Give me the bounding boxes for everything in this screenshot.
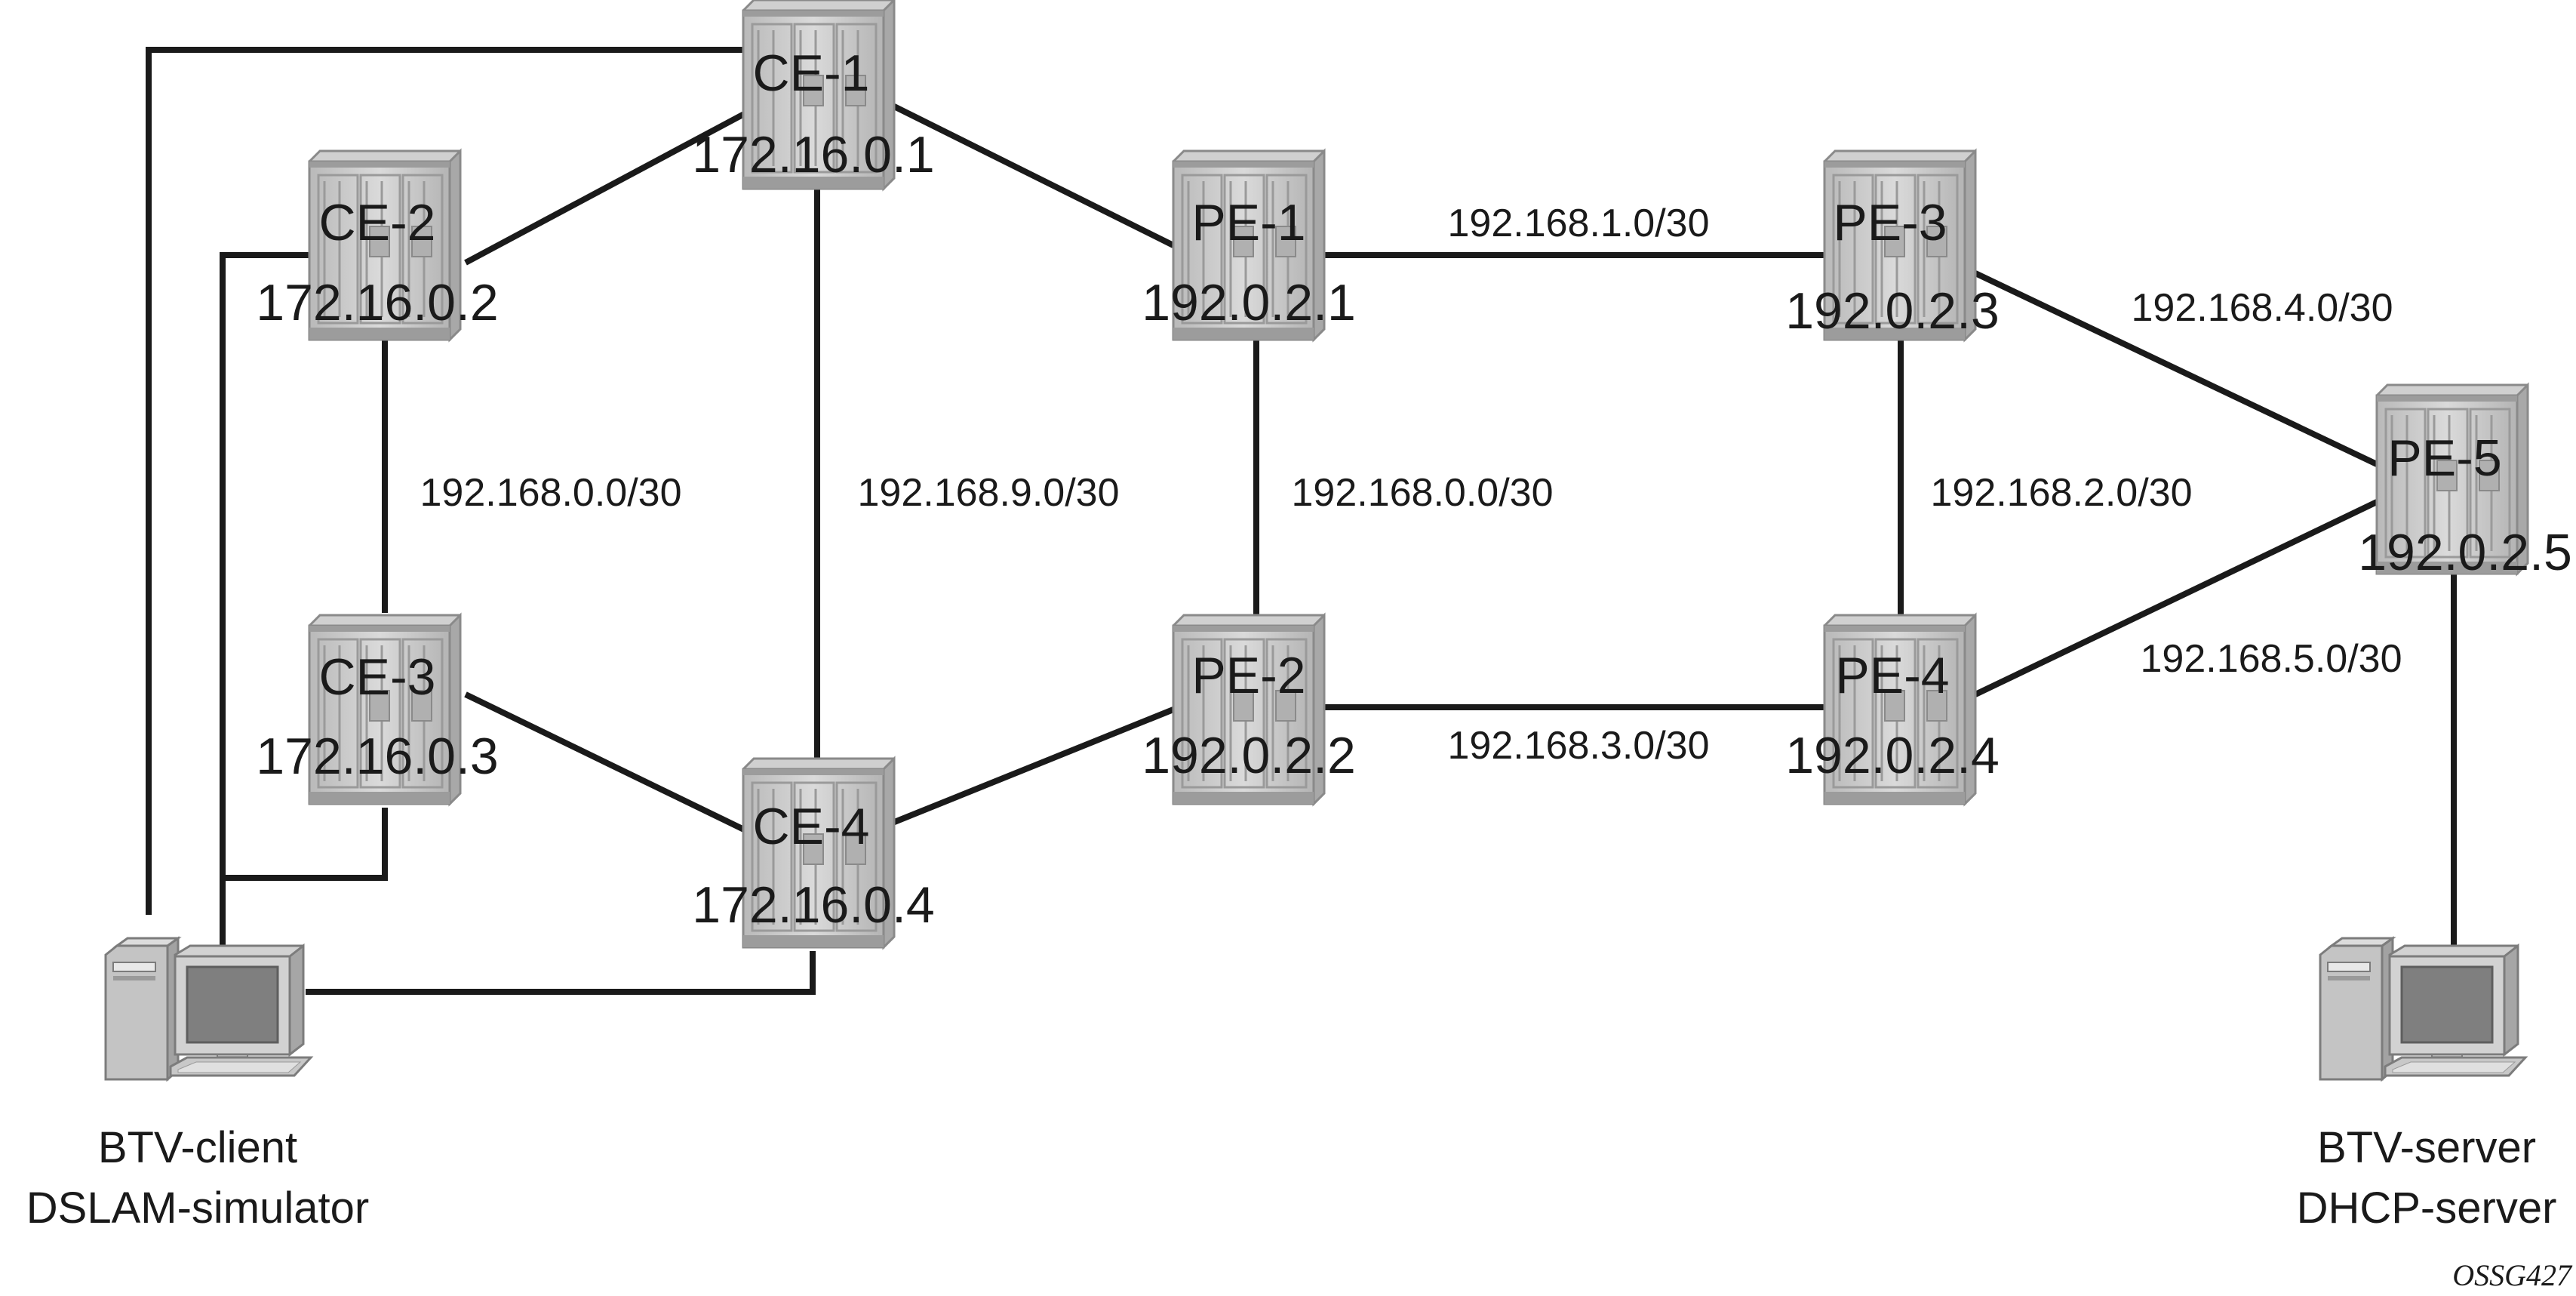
router-pe4: PE-4 192.0.2.4 xyxy=(1785,614,2000,805)
router-pe1: PE-1 192.0.2.1 xyxy=(1142,149,1356,341)
router-pe3: PE-3 192.0.2.3 xyxy=(1785,149,2000,341)
link-label-pe1-pe3: 192.168.1.0/30 xyxy=(1448,202,1710,245)
link-label-pe4-pe5: 192.168.5.0/30 xyxy=(2141,637,2402,681)
host-btv-client: BTV-client DSLAM-simulator xyxy=(26,937,369,1233)
link-pe4-pe5 xyxy=(1974,499,2378,697)
host-label-line1: BTV-client xyxy=(98,1123,297,1172)
router-ip: 172.16.0.3 xyxy=(256,728,498,785)
link-label-ce2-ce3: 192.168.0.0/30 xyxy=(420,471,682,515)
link-client-ce4 xyxy=(306,951,816,995)
link-pe3-pe5 xyxy=(1974,270,2378,467)
router-ce3: CE-3 172.16.0.3 xyxy=(256,614,499,805)
router-name: CE-1 xyxy=(753,45,870,102)
links xyxy=(146,47,2457,995)
host-label-line1: BTV-server xyxy=(2317,1123,2536,1172)
router-ip: 192.0.2.2 xyxy=(1142,727,1356,784)
link-label-pe1-pe2: 192.168.0.0/30 xyxy=(1292,471,1554,515)
link-ce1-pe1 xyxy=(891,103,1175,248)
link-label-ce1-ce4: 192.168.9.0/30 xyxy=(858,471,1120,515)
link-labels: 192.168.0.0/30 192.168.9.0/30 192.168.0.… xyxy=(420,202,2402,768)
link-ce1-ce2 xyxy=(464,110,747,266)
link-client-ce3 xyxy=(223,808,388,881)
router-name: PE-3 xyxy=(1833,194,1947,251)
router-name: PE-5 xyxy=(2387,429,2501,487)
router-ip: 192.0.2.5 xyxy=(2358,524,2572,581)
link-label-pe2-pe4: 192.168.3.0/30 xyxy=(1448,724,1710,768)
router-ce4: CE-4 172.16.0.4 xyxy=(692,757,935,949)
router-name: PE-2 xyxy=(1191,647,1305,704)
host-label-line2: DHCP-server xyxy=(2297,1184,2557,1233)
router-ip: 172.16.0.1 xyxy=(692,126,934,183)
host-btv-server: BTV-server DHCP-server xyxy=(2297,937,2557,1233)
figure-id: OSSG427 xyxy=(2452,1258,2573,1292)
router-ip: 192.0.2.4 xyxy=(1785,727,2000,784)
link-client-ce2 xyxy=(220,252,309,955)
router-pe2: PE-2 192.0.2.2 xyxy=(1142,614,1356,805)
link-ce3-ce4 xyxy=(464,691,747,833)
router-name: PE-4 xyxy=(1835,647,1949,704)
router-ip: 172.16.0.2 xyxy=(256,274,498,331)
link-client-ce1 xyxy=(146,47,745,915)
router-name: CE-4 xyxy=(753,798,870,855)
link-ce4-pe2 xyxy=(891,706,1175,826)
router-name: CE-3 xyxy=(319,648,436,706)
router-ce2: CE-2 172.16.0.2 xyxy=(256,149,499,341)
workstation-icon xyxy=(2319,937,2527,1081)
router-name: CE-2 xyxy=(319,194,436,251)
router-ip: 192.0.2.3 xyxy=(1785,282,2000,340)
link-label-pe3-pe4: 192.168.2.0/30 xyxy=(1931,471,2193,515)
router-ip: 192.0.2.1 xyxy=(1142,274,1356,331)
router-pe5: PE-5 192.0.2.5 xyxy=(2358,383,2572,581)
host-label-line2: DSLAM-simulator xyxy=(26,1184,369,1233)
workstation-icon xyxy=(104,937,312,1081)
link-label-pe3-pe5: 192.168.4.0/30 xyxy=(2132,286,2393,330)
router-ce1: CE-1 172.16.0.1 xyxy=(692,0,935,190)
router-name: PE-1 xyxy=(1191,194,1305,251)
router-ip: 172.16.0.4 xyxy=(692,876,934,934)
